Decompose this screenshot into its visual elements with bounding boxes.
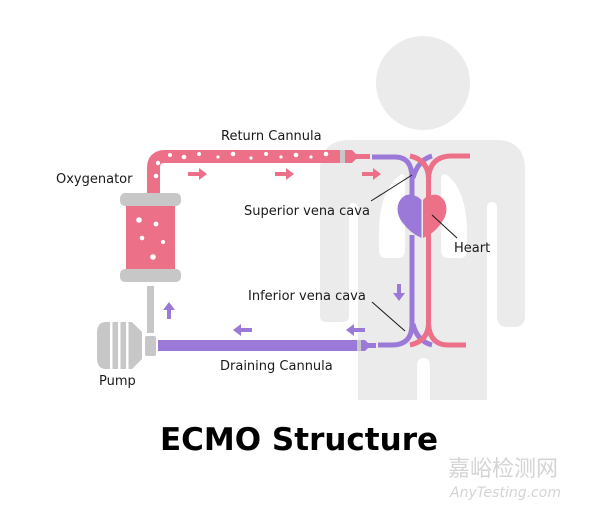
oxygenator-bubbles xyxy=(136,217,165,260)
arrow-left-icon xyxy=(233,324,252,336)
drain-tip xyxy=(361,340,376,351)
label-inferior-vena-cava: Inferior vena cava xyxy=(248,289,366,304)
label-draining-cannula: Draining Cannula xyxy=(220,359,333,374)
inferior-vena-cava xyxy=(378,235,415,348)
arrow-right-icon xyxy=(275,168,294,180)
left-lung xyxy=(379,174,405,258)
oxygenator-bottom-cap xyxy=(120,269,181,282)
arrow-right-icon xyxy=(362,168,381,180)
body-silhouette xyxy=(320,36,525,400)
pump-connector xyxy=(145,336,156,356)
leader-lines xyxy=(370,174,458,332)
return-connector-ring xyxy=(340,150,345,163)
arrow-left-icon xyxy=(346,324,365,336)
arrow-right-icon xyxy=(188,168,207,180)
watermark-chinese: 嘉峪检测网 xyxy=(448,457,558,482)
pump-icon xyxy=(97,322,142,369)
svc-leader xyxy=(370,174,413,202)
flow-arrows xyxy=(163,168,405,336)
head xyxy=(376,36,470,130)
label-superior-vena-cava: Superior vena cava xyxy=(244,204,370,219)
ivc-leader xyxy=(371,301,406,332)
heart xyxy=(397,194,447,238)
oxygenator-chamber xyxy=(126,206,175,269)
torso-and-arms xyxy=(320,140,525,400)
return-pipe xyxy=(147,150,340,193)
drain-pipe xyxy=(158,340,358,351)
watermark-english: AnyTesting.com xyxy=(449,485,561,501)
label-return-cannula: Return Cannula xyxy=(221,129,322,144)
oxygen-bubbles xyxy=(153,151,329,179)
superior-vena-cava xyxy=(372,154,415,200)
oxygenator-top-cap xyxy=(120,193,181,206)
ivc-cross xyxy=(410,323,433,348)
return-cannula xyxy=(147,150,370,193)
oxygenator-to-pump-pipe xyxy=(147,286,154,333)
pink-vessel-bottom xyxy=(409,323,466,348)
diagram-title: ECMO Structure xyxy=(160,422,438,458)
label-oxygenator: Oxygenator xyxy=(56,172,133,187)
pump-assembly xyxy=(97,286,156,369)
pink-vessel-top xyxy=(409,153,470,179)
heart-leader xyxy=(431,214,458,239)
label-heart: Heart xyxy=(454,241,490,256)
heart-right-atrium-purple xyxy=(397,194,422,238)
arrow-down-icon xyxy=(393,284,405,301)
label-pump: Pump xyxy=(99,374,136,389)
oxygenator xyxy=(120,193,181,282)
right-lung xyxy=(441,174,467,258)
return-tip xyxy=(345,150,370,163)
drain-connector-ring xyxy=(357,340,361,351)
draining-cannula xyxy=(158,340,376,351)
arrow-up-icon xyxy=(163,302,175,319)
heart-left-pink xyxy=(423,194,447,238)
